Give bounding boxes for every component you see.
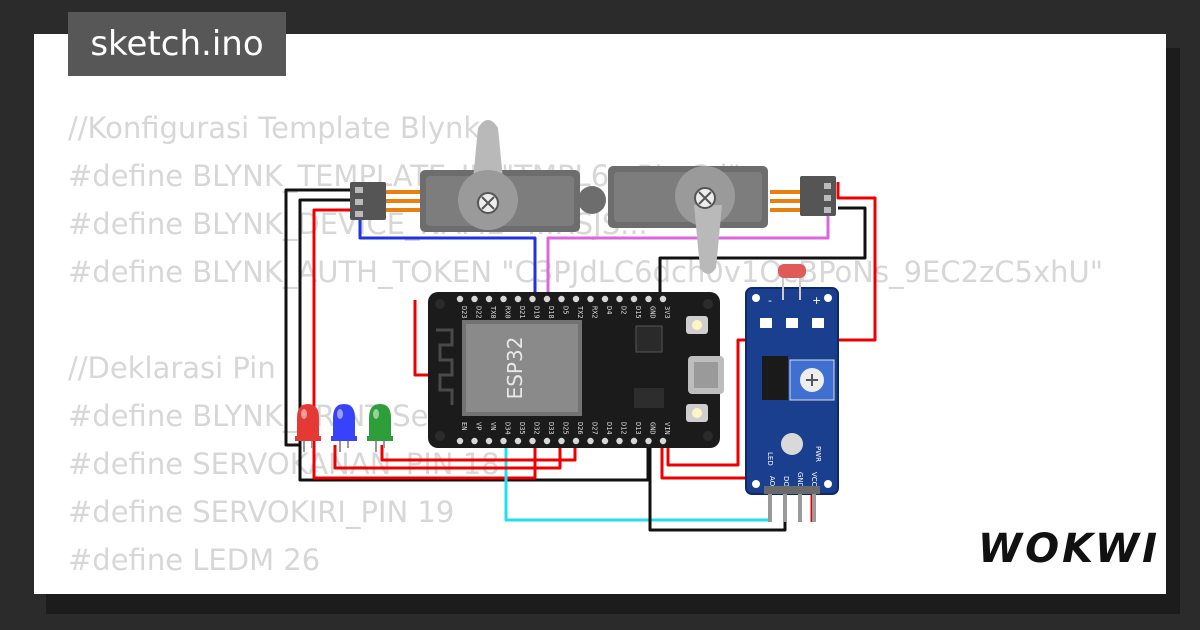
wire-red-led-green: [380, 440, 577, 462]
led-label: LED: [766, 452, 774, 466]
pin-label-do: DO: [782, 476, 790, 487]
pin-label-bottom: D13: [634, 422, 642, 435]
wire-red-servo-left: [312, 208, 537, 480]
pin-label-bottom: D34: [504, 422, 512, 435]
pin-hole: [587, 295, 594, 303]
code-line: #define SERVOKANAN_PIN 18: [68, 447, 500, 481]
pin-label-top: D21: [518, 306, 526, 319]
pin-label-top: GND: [649, 306, 657, 319]
pin-hole: [601, 295, 609, 303]
pin-hole: [485, 295, 493, 303]
ldr-photoresistor: [778, 264, 806, 278]
code-line: //Konfigurasi Template Blynk: [68, 111, 481, 145]
pin-label-top: D4: [605, 306, 613, 314]
chip-label: ESP32: [503, 337, 527, 400]
pwr-label: PWR: [814, 446, 822, 462]
pin-hole: [456, 437, 464, 445]
pin-label-bottom: D26: [576, 422, 584, 435]
pin-hole: [456, 295, 464, 303]
pin-label-bottom: GND: [649, 422, 657, 435]
pin-label-bottom: D14: [605, 422, 613, 435]
pin-hole: [500, 437, 507, 445]
servo-right: [608, 166, 836, 274]
wire-black-gnd: [298, 198, 650, 482]
pin-label-top: D15: [634, 306, 642, 319]
pin-label-top: D19: [533, 306, 541, 319]
pin-hole: [514, 437, 522, 445]
pin-hole: [471, 437, 478, 445]
pin-hole: [645, 295, 652, 303]
pin-label-bottom: D35: [518, 422, 526, 435]
ldr-sensor-module[interactable]: - + LED PWR AO DO GND VCC: [745, 264, 839, 522]
pin-label-top: RX2: [591, 306, 599, 319]
pin-label-bottom: VN: [489, 422, 497, 430]
pin-hole: [616, 295, 623, 303]
wire-black-servo-right: [658, 206, 867, 300]
pin-hole: [558, 437, 565, 445]
pin-label-bottom: D12: [620, 422, 628, 435]
pin-hole: [529, 295, 536, 303]
pin-hole: [587, 437, 594, 445]
code-line: #define LEDM 26: [68, 543, 321, 577]
code-line: //Deklarasi Pin: [68, 351, 276, 385]
pin-label-top: D18: [547, 306, 555, 319]
pin-hole: [485, 437, 493, 445]
servo-horn: [694, 205, 722, 274]
comparator-chip: [762, 356, 788, 400]
servo-left: [350, 120, 606, 232]
pin-hole: [630, 437, 638, 445]
pin-label-bottom: D25: [562, 422, 570, 435]
pin-label-top: D22: [475, 306, 483, 319]
pin-label-ao: AO: [768, 476, 776, 487]
pin-label-top: TX2: [576, 306, 584, 319]
minus-label: -: [768, 294, 772, 307]
file-tab[interactable]: sketch.ino: [68, 12, 286, 76]
wire-black-left: [284, 188, 360, 447]
pin-label-vcc: VCC: [810, 472, 818, 487]
pin-label-top: D23: [460, 306, 468, 319]
pin-hole: [630, 295, 638, 303]
code-line: #define SERVOKIRI_PIN 19: [68, 495, 455, 529]
pin-label-top: RX0: [504, 306, 512, 319]
pin-hole: [543, 437, 551, 445]
pin-label-bottom: VIN: [663, 422, 671, 435]
leds: [295, 404, 393, 452]
plus-label: +: [812, 294, 821, 307]
pin-hole: [601, 437, 609, 445]
pin-hole: [514, 295, 522, 303]
pin-label-gnd: GND: [796, 472, 804, 488]
pin-label-top: TX0: [489, 306, 497, 319]
pin-hole: [572, 437, 580, 445]
pin-hole: [558, 295, 565, 303]
led-blue: [331, 404, 357, 452]
pin-label-top: D5: [562, 306, 570, 314]
pin-hole: [572, 295, 580, 303]
code-line: #define LEDB 33: [68, 584, 1103, 594]
pin-label-top: 3V3: [663, 306, 671, 319]
led-red: [295, 404, 321, 452]
wire-red-led-blue: [333, 440, 562, 470]
wire-blue-servo: [358, 218, 537, 300]
pin-hole: [529, 437, 536, 445]
pin-label-bottom: D27: [591, 422, 599, 435]
pin-hole: [645, 437, 652, 445]
code-line: #define BLYNK_AUTH_TOKEN "C3PJdLC6dch0v1…: [68, 255, 1104, 289]
pin-label-bottom: D32: [533, 422, 541, 435]
pin-hole: [659, 295, 667, 303]
pin-hole: [500, 295, 507, 303]
wokwi-logo: WOKWI: [978, 526, 1161, 572]
pin-hole: [471, 295, 478, 303]
pin-label-bottom: EN: [460, 422, 468, 430]
led-green: [367, 404, 393, 452]
led-indicator: [781, 433, 803, 455]
pin-label-top: D2: [620, 306, 628, 314]
pin-hole: [659, 437, 667, 445]
pin-hole: [616, 437, 623, 445]
pin-hole: [543, 295, 551, 303]
pin-label-bottom: D33: [547, 422, 555, 435]
pin-label-bottom: VP: [475, 422, 483, 430]
